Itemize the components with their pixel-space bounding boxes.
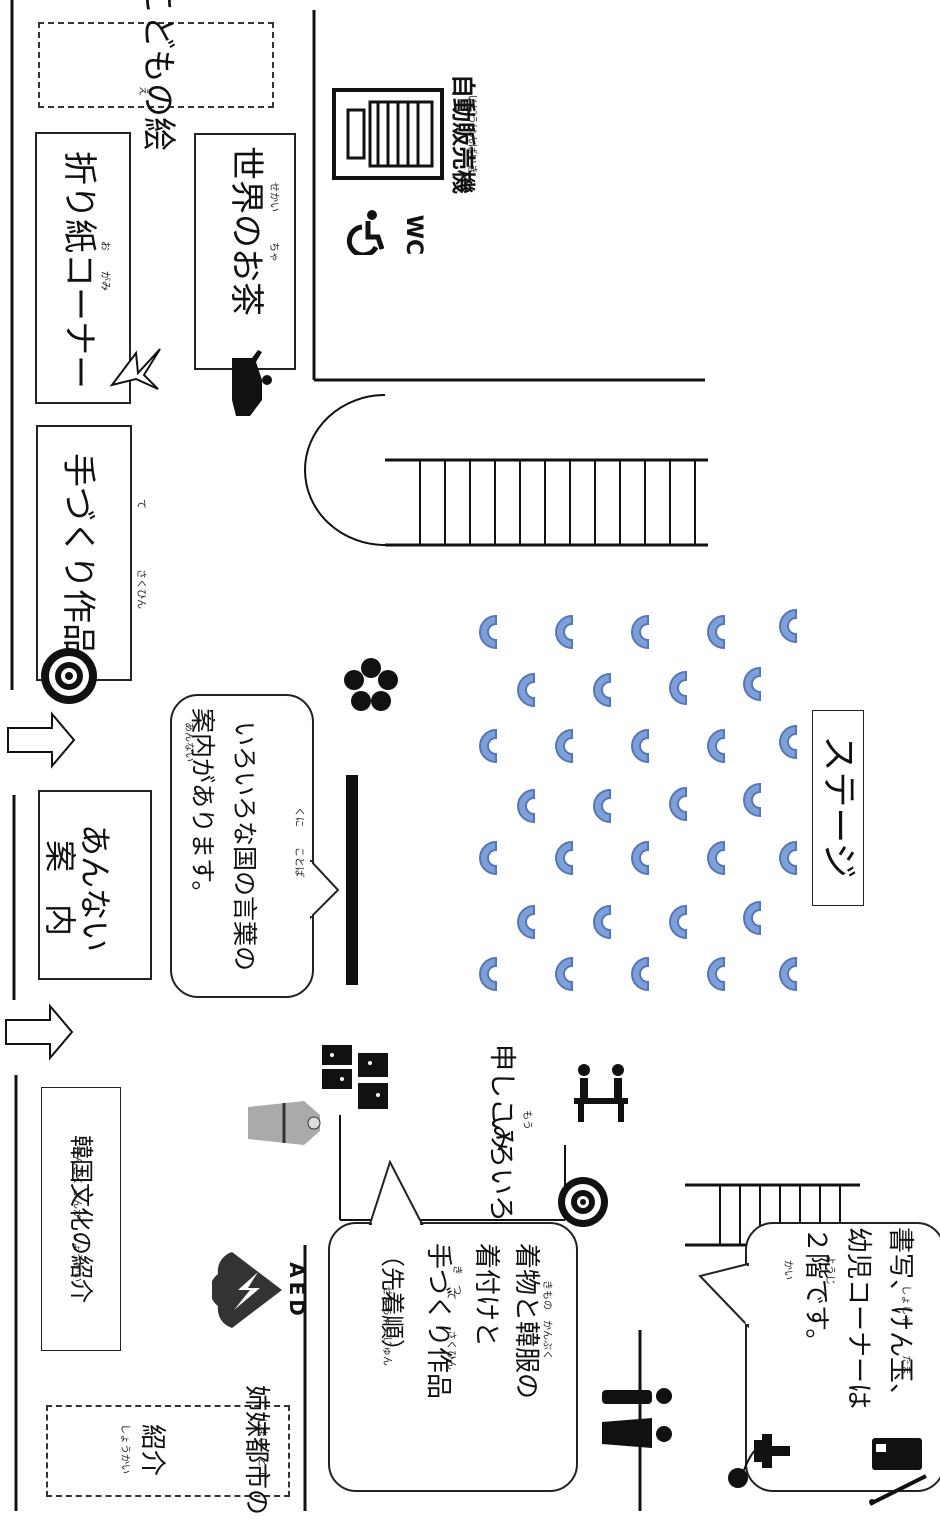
audience-seating: [460, 600, 810, 1010]
kimono-ruby1: きもの かんぶく: [541, 1280, 552, 1360]
kimono-figure-icon: [244, 1097, 324, 1149]
shimai-ruby2: しょうかい: [119, 1424, 130, 1474]
kodomo-e-ruby: え: [137, 86, 148, 96]
booth-origami: 折り紙コーナー お がみ: [35, 132, 131, 404]
booth-tezukuri: 手づくり作品 て さくひん: [36, 425, 146, 681]
booth-annai[interactable]: あんない 案 内: [38, 790, 152, 980]
reception-icon: [572, 1062, 630, 1126]
aed-label: AED: [285, 1262, 309, 1320]
sekai-ocha-label: 世界のお茶: [226, 146, 266, 316]
sekai-ocha-ruby: せかい ちゃ: [268, 182, 279, 262]
kotoba-line1: いろいろな国の言葉の: [230, 720, 259, 971]
shimai-label2: 紹介: [137, 1423, 167, 1476]
kimono-pattern-icon: [320, 1043, 392, 1113]
rose-icon: [38, 645, 100, 707]
aed-heart-icon: [210, 1250, 284, 1330]
stage-label: ステージ: [818, 735, 859, 879]
calligraphy-brush-icon: [866, 1436, 936, 1508]
vending-ruby: じどうはんばいき: [466, 94, 477, 174]
kotoba-ruby1: くに ことば: [293, 807, 304, 877]
shosha-line2: 幼児コーナーは: [843, 1227, 873, 1410]
origami-label: 折り紙コーナー: [59, 151, 99, 389]
kodomo-e-label: こどもの絵: [138, 0, 178, 151]
shosha-ruby1: しょしゃ たま: [900, 1285, 911, 1375]
annai-label: あんない: [76, 823, 114, 952]
annai-kanji: 案 内: [41, 839, 79, 936]
seat-row: [479, 609, 797, 991]
wc-label: WC: [401, 214, 426, 256]
shosha-ruby2: ようじ: [824, 1255, 835, 1285]
bubble-kotoba: いろいろな国の言葉の 案内があります。 くに ことば あんない: [170, 694, 314, 998]
booth-shimai: 姉妹都市の 紹介 しまい と し しょうかい: [46, 1385, 290, 1515]
wheelchair-icon: [342, 207, 385, 258]
tea-pot-icon: [222, 340, 272, 420]
shosha-ruby3: かい: [782, 1260, 793, 1280]
bubble-kimono-tail: [368, 1159, 424, 1227]
stage: ステージ: [812, 710, 864, 906]
kotoba-ruby2: あんない: [183, 722, 194, 762]
bubble-kotoba-tail: [308, 857, 340, 921]
kimono-line2: 着付けと: [471, 1243, 501, 1348]
sakura-icon: [344, 658, 398, 712]
origami-ruby: お がみ: [99, 241, 110, 291]
entrance-arrow-bottom: [5, 1003, 74, 1061]
bubble-shosha-tail: [698, 1262, 751, 1329]
entrance-arrow-top: [7, 711, 76, 769]
kimono-ruby3: て さくひん: [445, 1290, 456, 1370]
kimono-line1: 着物と韓服の: [511, 1243, 541, 1400]
vending-machine-icon: [332, 88, 444, 180]
kendama-icon: [726, 1420, 792, 1490]
booth-kankoku: 韓国文化の紹介 かんこく ぶんか しょうかい: [41, 1087, 121, 1351]
restroom-icon: [598, 1382, 674, 1452]
rose-icon-2: [556, 1175, 610, 1229]
moushikomi-ruby: もう: [521, 1110, 532, 1130]
tezukuri-label: 手づくり作品: [58, 453, 98, 657]
bubble-kimono: 着物と韓服の 着付けと 手づくり作品 （先着順） きもの かんぶく き つ て …: [328, 1222, 578, 1492]
origami-crane-icon: [108, 345, 164, 395]
tezukuri-ruby: て さくひん: [135, 499, 146, 609]
booth-sekai-ocha: 世界のお茶 せかい ちゃ: [194, 133, 296, 370]
shimai-ruby: しまい と し: [256, 1417, 267, 1481]
booth-kodomo-e: こどもの絵 え: [38, 0, 274, 151]
kimono-ruby4: せんちゃくじゅん: [381, 1286, 392, 1366]
kankoku-ruby: かんこく ぶんか しょうかい: [71, 1145, 82, 1283]
